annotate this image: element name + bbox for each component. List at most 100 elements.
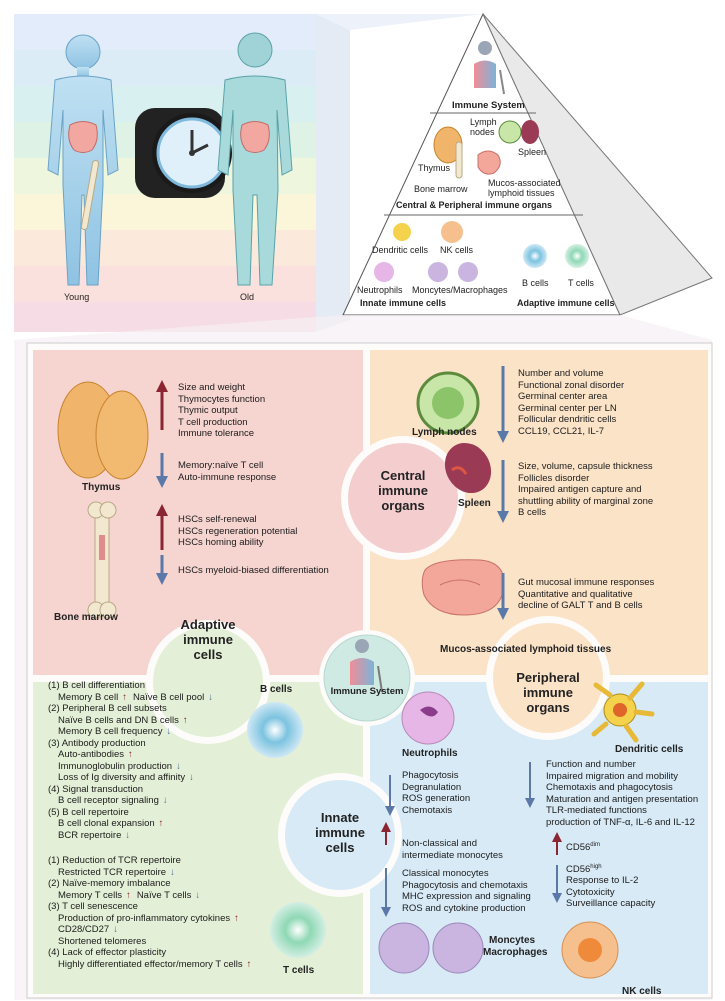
nk-up-text: CD56 xyxy=(566,842,591,854)
thymus-up-item: Thymic output xyxy=(178,405,238,416)
malt-item: Gut mucosal immune responses xyxy=(518,577,655,588)
pyramid-t-cells-label: T cells xyxy=(568,278,594,288)
spleen-item: B cells xyxy=(518,507,546,518)
nk-down-item: Cytotoxicity xyxy=(566,886,615,898)
nk-down-text: CD56 xyxy=(566,864,591,876)
down-arrow-icon: ↓ xyxy=(166,726,172,737)
nk-down-item: Surveillance capacity xyxy=(566,898,656,909)
neutrophil-item: Chemotaxis xyxy=(402,804,453,816)
t-cell-line-text: Memory T cells xyxy=(58,889,123,901)
central-title-l2: immune xyxy=(378,483,428,498)
b-cell-line: Immunoglobulin production↓ xyxy=(48,761,213,773)
b-cell-line-text: (3) Antibody production xyxy=(48,737,146,749)
t-cell-line: Shortened telomeres xyxy=(48,936,251,948)
bone-marrow-label: Bone marrow xyxy=(54,612,118,623)
up-arrow-icon: ↑ xyxy=(182,714,188,726)
pyramid-lymph-label: Lymph nodes xyxy=(470,117,497,137)
b-cells-label: B cells xyxy=(260,684,293,695)
lymph-item: Functional zonal disorder xyxy=(518,379,625,391)
up-arrow-icon: ↑ xyxy=(246,958,252,970)
up-arrow-icon: ↑ xyxy=(128,749,133,760)
young-label-text: Young xyxy=(64,292,90,302)
b-cell-line-text2: Naïve B cell pool xyxy=(132,691,205,703)
pyramid-nk-label: NK cells xyxy=(440,245,474,255)
b-cell-line: Auto-antibodies↑ xyxy=(48,749,213,761)
b-cell-line: Memory B cell frequency↓ xyxy=(48,726,213,738)
adaptive-title-l3: cells xyxy=(193,647,223,662)
b-cell-line: Memory B cell↑ Naïve B cell pool↓ xyxy=(48,692,213,704)
thymus-organ xyxy=(57,381,149,480)
spleen-item: Impaired antigen capture and xyxy=(518,484,642,495)
adaptive-title: Adaptive immune cells xyxy=(158,617,258,662)
pyramid-thymus-label: Thymus xyxy=(418,163,451,173)
monocyte-down-item: MHC expression and signaling xyxy=(402,891,531,902)
pyramid-bone-marrow-label: Bone marrow xyxy=(414,184,468,194)
innate-title-l2: immune xyxy=(315,825,365,840)
nk-cells-label: NK cells xyxy=(622,986,662,997)
bottom-background xyxy=(14,315,713,1000)
thymus-down-item: Auto-immune response xyxy=(178,471,277,483)
young-body-figure xyxy=(47,34,119,286)
innate-title: Innate immune cells xyxy=(290,810,390,855)
b-cell-line: (3) Antibody production xyxy=(48,738,213,750)
lymph-item: Germinal center area xyxy=(518,391,608,402)
down-arrow-icon: ↓ xyxy=(162,795,168,806)
peripheral-title: Peripheral immune organs xyxy=(498,670,598,715)
bm-item: HSCs regeneration potential xyxy=(178,525,298,537)
thymus-up-item: T cell production xyxy=(178,416,248,428)
b-cell-line-text: (4) Signal transduction xyxy=(48,783,144,795)
dendritic-item: TLR-mediated functions xyxy=(546,805,647,816)
t-cell-line: Production of pro-inflammatory cytokines… xyxy=(48,913,251,925)
dendritic-cell-shape xyxy=(591,681,655,743)
b-cell-line: (1) B cell differentiation xyxy=(48,680,213,692)
dendritic-item: production of TNF-α, IL-6 and IL-12 xyxy=(546,816,695,828)
t-cell-line-text: Shortened telomeres xyxy=(58,935,147,947)
nk-up-sup: dim xyxy=(590,842,600,848)
malt-label: Mucos-associated lymphoid tissues xyxy=(440,644,612,655)
b-cell-line-text: BCR repertoire xyxy=(58,829,122,841)
t-cell-line-text: CD28/CD27 xyxy=(58,924,110,935)
bm-item: HSCs self-renewal xyxy=(178,514,257,525)
old-body-figure xyxy=(217,32,293,286)
innate-title-l1: Innate xyxy=(320,810,360,825)
b-cell-line: B cell receptor signaling↓ xyxy=(48,795,213,807)
t-cell-line: Memory T cells↑Naïve T cells↓ xyxy=(48,890,251,902)
thymus-up-item: Immune tolerance xyxy=(178,428,255,439)
neutrophil-item: ROS generation xyxy=(402,793,471,804)
central-title-l1: Central xyxy=(380,468,426,483)
pyramid-apex-label: Immune System xyxy=(452,100,525,111)
thymus-label: Thymus xyxy=(82,482,121,493)
up-arrow-icon: ↑ xyxy=(122,691,127,703)
pyramid-mucos-label: Mucos-associated lymphoid tissues xyxy=(488,178,561,198)
b-cell-line-text: Loss of Ig diversity and affinity xyxy=(58,772,186,783)
down-arrow-icon: ↓ xyxy=(189,772,194,783)
neutrophil-item: Degranulation xyxy=(402,781,462,793)
t-cell-line-text: (4) Lack of effector plasticity xyxy=(48,947,167,958)
b-cell-line-text: Memory B cell xyxy=(58,691,119,703)
t-cell-line: Restricted TCR repertoire↓ xyxy=(48,867,251,879)
nk-down-item: Response to IL-2 xyxy=(566,875,639,886)
lymph-item: Germinal center per LN xyxy=(518,402,617,414)
central-arrows xyxy=(156,380,168,585)
nk-down-sup: high xyxy=(590,864,602,870)
nk-down-head: CD56high xyxy=(566,862,602,876)
down-arrow-icon: ↓ xyxy=(195,889,201,901)
down-arrow-icon: ↓ xyxy=(208,691,213,703)
pyramid-dendritic-label: Dendritic cells xyxy=(372,245,429,255)
down-arrow-icon: ↓ xyxy=(170,866,175,878)
b-cell-line-text: (1) B cell differentiation xyxy=(48,680,145,691)
intestine-organ xyxy=(421,559,505,616)
up-arrow-icon: ↑ xyxy=(158,818,164,829)
pyramid-b-cells-label: B cells xyxy=(522,278,549,288)
down-arrow-icon: ↓ xyxy=(125,829,131,841)
pyramid-monocytes-label: Moncytes/Macrophages xyxy=(412,285,508,295)
bone-marrow-organ xyxy=(87,501,117,619)
b-cell-line-text: Naïve B cells and DN B cells xyxy=(58,714,179,726)
